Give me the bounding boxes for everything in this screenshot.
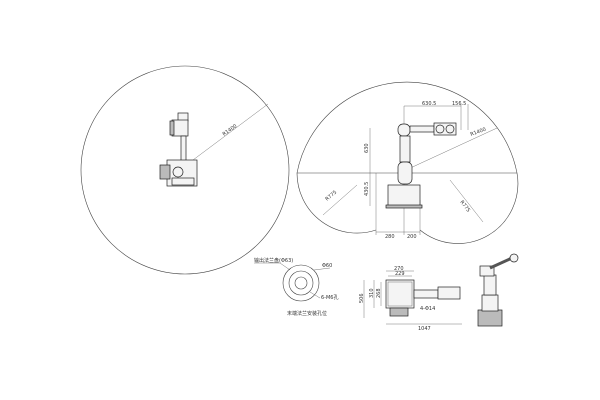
height-label: 506 (359, 293, 365, 303)
top-view: R1400 (80, 65, 290, 275)
reach-circle (80, 65, 290, 275)
flange-caption: 末端法兰安装孔位 (287, 310, 327, 317)
side-view: R1400 R775 R775 630.5 156.5 630 430.5 28… (296, 81, 519, 244)
right-radius-label: R775 (458, 200, 471, 214)
length-label: 1047 (418, 326, 431, 332)
base-right-label: 200 (407, 234, 417, 240)
width-outer-label: 270 (394, 266, 404, 272)
reach-label: R1400 (470, 127, 487, 138)
left-radius-label: R775 (324, 190, 338, 203)
reach-dimension-line (192, 103, 269, 161)
robot-top-view (159, 112, 198, 187)
robot-side-view (385, 122, 457, 209)
right-inner-arc (419, 172, 519, 244)
holes-label: 4-Φ14 (420, 306, 435, 312)
base-view: 270 229 310 268 506 4-Φ14 1047 (359, 266, 462, 332)
base-left-label: 280 (385, 234, 395, 240)
wrist-label: 156.5 (452, 101, 466, 107)
robot-isometric-view (477, 253, 519, 327)
width-inner-label: 229 (395, 271, 405, 277)
reach-arc (296, 81, 518, 174)
base-height-label: 430.5 (364, 182, 370, 196)
flange-title: 输出法兰盘(Φ63) (254, 257, 293, 264)
flange-diameter-label: Φ60 (322, 263, 332, 269)
depth-inner-label: 268 (376, 288, 382, 298)
upper-arm-label: 630.5 (422, 101, 436, 107)
flange-hole-label: 6-M6孔 (321, 294, 338, 301)
depth-outer-label: 310 (369, 288, 375, 298)
flange-view: 输出法兰盘(Φ63) Φ60 6-M6孔 末端法兰安装孔位 (254, 257, 338, 317)
reach-label: R1400 (222, 123, 239, 137)
left-inner-arc (296, 172, 377, 234)
forearm-label: 630 (364, 143, 370, 153)
